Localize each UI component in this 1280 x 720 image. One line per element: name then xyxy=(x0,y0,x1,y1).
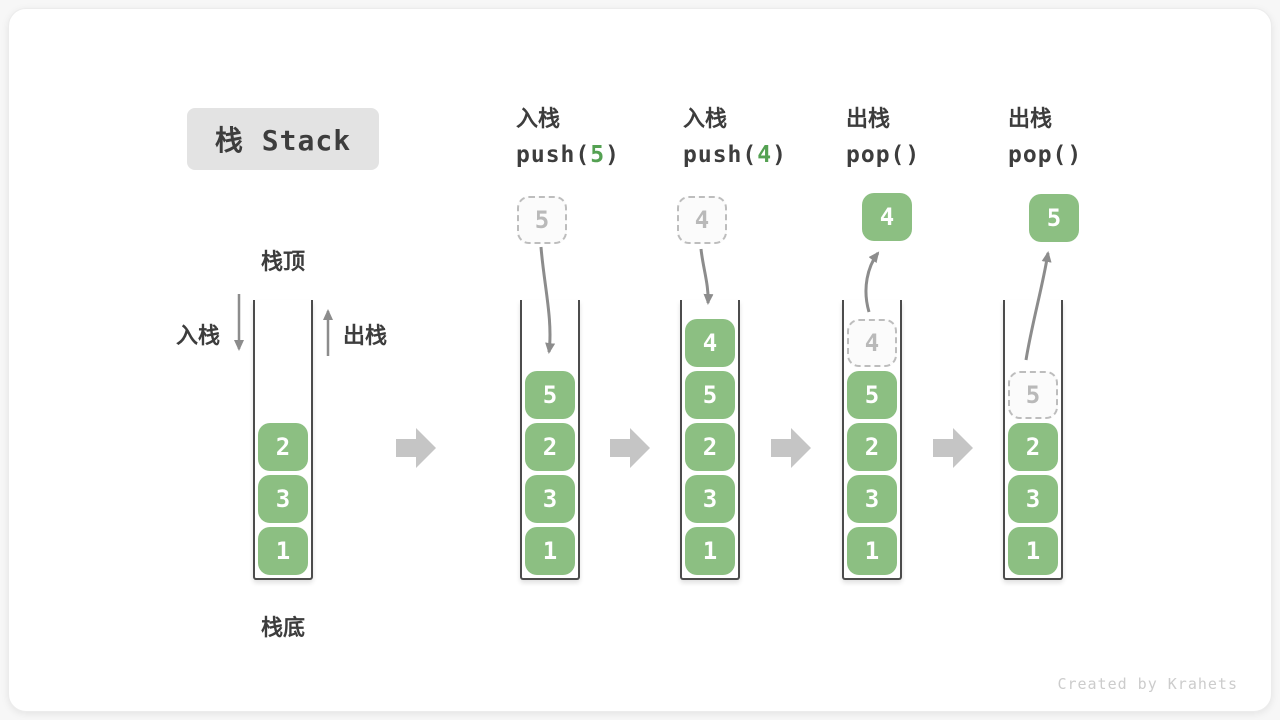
diagram-title: 栈 Stack xyxy=(187,108,379,170)
push-direction-label: 入栈 xyxy=(176,324,221,349)
op-header-pop-1: 出栈 pop() xyxy=(846,106,1006,170)
op-header-push-4: 入栈 push(4) xyxy=(683,106,843,170)
stack-cell: 5 xyxy=(847,371,897,419)
stack-cell: 2 xyxy=(258,423,308,471)
stack-cell: 2 xyxy=(685,423,735,471)
stack-cell: 3 xyxy=(847,475,897,523)
floating-cell-ghost: 4 xyxy=(677,196,727,244)
floating-cell: 5 xyxy=(1029,194,1079,242)
stack-cell: 3 xyxy=(685,475,735,523)
pop-direction-label: 出栈 xyxy=(343,324,388,349)
stack-cell: 2 xyxy=(525,423,575,471)
op-code: pop() xyxy=(846,142,921,168)
op-arg: 4 xyxy=(757,142,773,168)
stack-cell: 3 xyxy=(1008,475,1058,523)
op-header-push-5: 入栈 push(5) xyxy=(516,106,676,170)
stack-bottom-label: 栈底 xyxy=(260,616,305,641)
op-code: push(5) xyxy=(516,142,620,168)
stack-cell: 5 xyxy=(525,371,575,419)
op-label: 入栈 xyxy=(683,107,728,132)
stack-cell: 1 xyxy=(258,527,308,575)
stack-cell: 1 xyxy=(685,527,735,575)
stack-top-label: 栈顶 xyxy=(260,250,305,275)
diagram-title-text: 栈 Stack xyxy=(214,124,352,157)
op-label: 出栈 xyxy=(846,107,891,132)
stack-cell: 1 xyxy=(1008,527,1058,575)
op-label: 出栈 xyxy=(1008,107,1053,132)
stack-cell: 2 xyxy=(1008,423,1058,471)
floating-cell: 4 xyxy=(862,193,912,241)
stack-cell: 1 xyxy=(525,527,575,575)
stack-cell: 1 xyxy=(847,527,897,575)
watermark: Created by Krahets xyxy=(1057,675,1238,693)
stack-cell: 4 xyxy=(685,319,735,367)
op-arg: 5 xyxy=(590,142,606,168)
stack-cell: 3 xyxy=(525,475,575,523)
stack-cell: 3 xyxy=(258,475,308,523)
op-label: 入栈 xyxy=(516,107,561,132)
op-header-pop-2: 出栈 pop() xyxy=(1008,106,1168,170)
op-code: push(4) xyxy=(683,142,787,168)
op-code: pop() xyxy=(1008,142,1083,168)
stack-cell-ghost: 4 xyxy=(847,319,897,367)
stack-cell: 2 xyxy=(847,423,897,471)
stack-cell: 5 xyxy=(685,371,735,419)
floating-cell-ghost: 5 xyxy=(517,196,567,244)
stack-cell-ghost: 5 xyxy=(1008,371,1058,419)
